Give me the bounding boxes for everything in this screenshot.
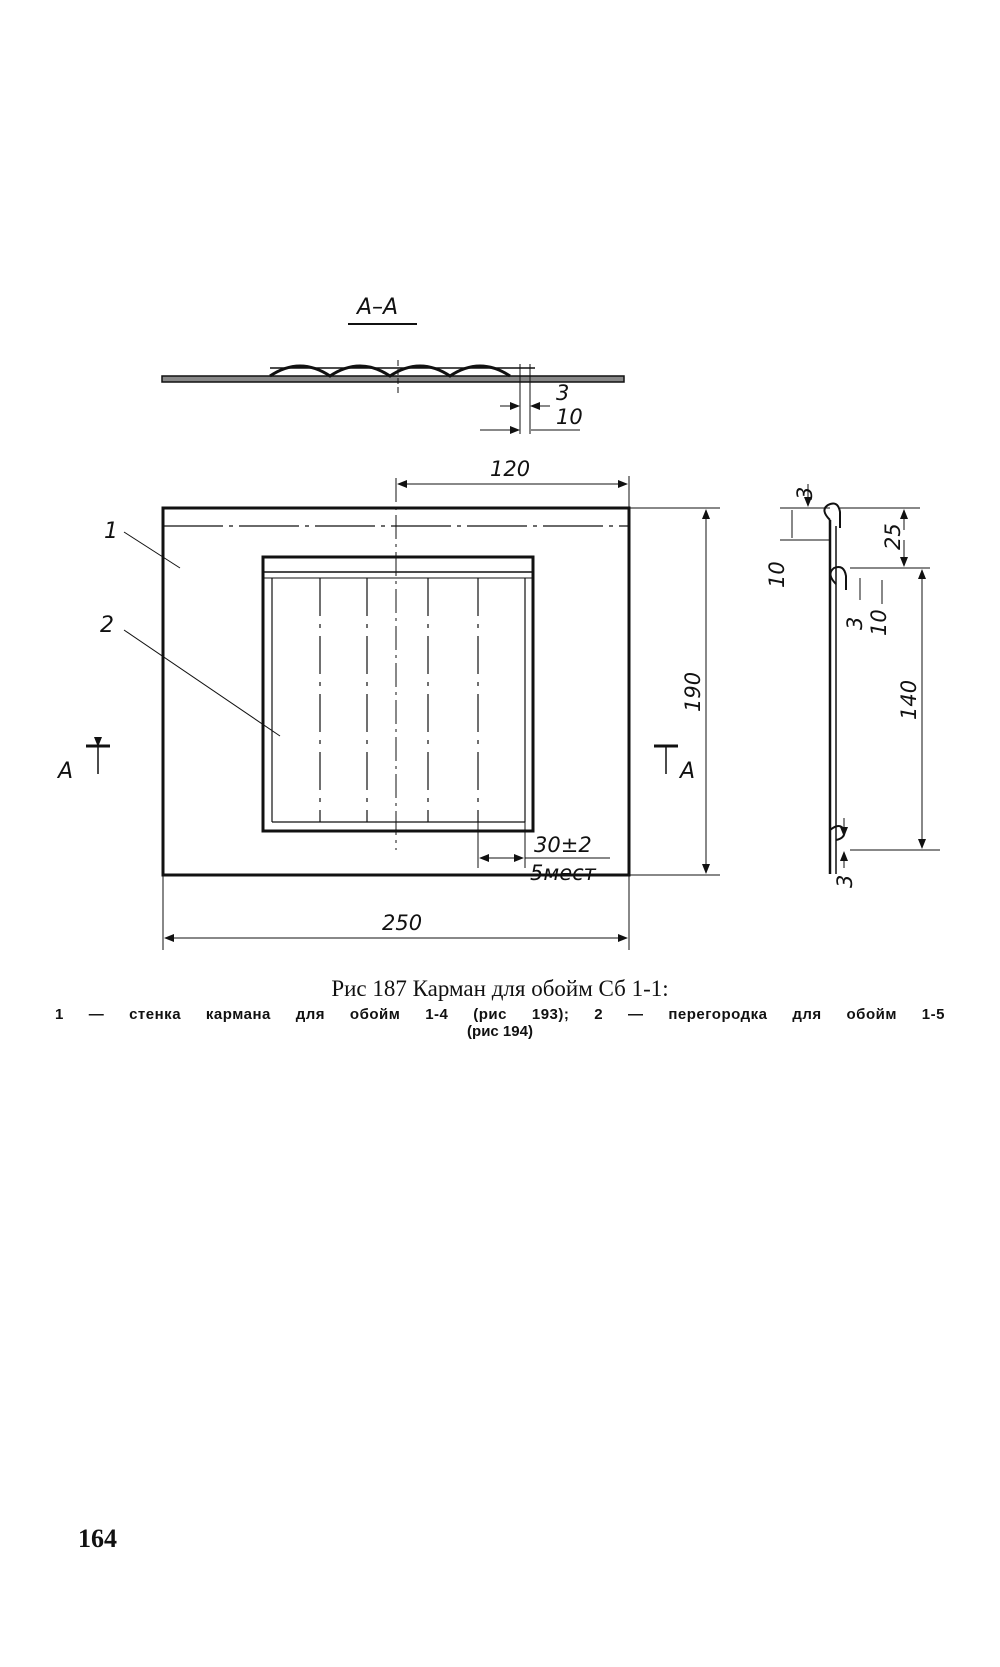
part-label-1: 1 — [104, 519, 118, 544]
page-number: 164 — [78, 1524, 117, 1553]
dim-side-3-bottom: 3 — [833, 875, 857, 888]
figure-caption-legend: 1 — стенка кармана для обойм 1-4 (рис 19… — [55, 1006, 945, 1023]
front-view: 120 190 250 30±2 5мест 1 2 — [56, 457, 720, 950]
svg-text:А: А — [56, 759, 73, 784]
figure-caption-legend-cont: (рис 194) — [467, 1023, 533, 1040]
part-label-2: 2 — [100, 613, 114, 638]
side-view: 3 10 25 3 10 140 3 — [765, 484, 940, 888]
dim-3-section: 3 — [556, 381, 569, 405]
dim-side-3-top: 3 — [793, 487, 817, 500]
section-view-a-a: А–А 3 10 — [161, 295, 625, 434]
dim-side-140: 140 — [897, 680, 921, 720]
dim-side-25: 25 — [881, 523, 905, 550]
section-mark-left: А — [56, 737, 110, 784]
dim-side-3-mid: 3 — [843, 617, 867, 630]
dim-120: 120 — [490, 457, 530, 481]
dim-250: 250 — [382, 911, 422, 935]
dim-side-10-left: 10 — [765, 561, 789, 588]
section-mark-right: А — [654, 744, 695, 784]
svg-text:А: А — [678, 759, 695, 784]
technical-drawing: А–А 3 10 — [56, 295, 940, 950]
dim-spacing-count: 5мест — [530, 861, 597, 885]
dim-10-section: 10 — [556, 405, 583, 429]
figure-caption-title: Рис 187 Карман для обойм Сб 1-1: — [331, 976, 669, 1001]
section-title: А–А — [355, 295, 398, 320]
dim-side-10-mid: 10 — [867, 609, 891, 636]
dim-190: 190 — [681, 672, 705, 712]
dim-spacing: 30±2 — [534, 833, 592, 857]
